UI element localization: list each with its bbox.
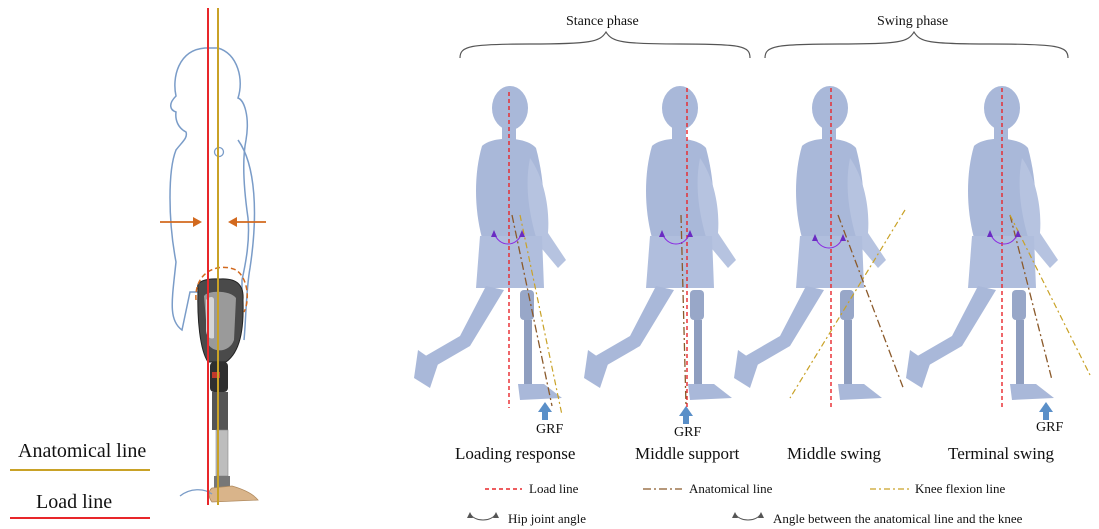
prosthetic-socket [198, 279, 243, 362]
legend-knee-angle-symbol [732, 512, 764, 520]
left-force-arrow [160, 217, 202, 227]
prosthetic-foot [209, 486, 258, 502]
grf-arrow-fig2 [679, 406, 693, 424]
right-force-arrow [228, 217, 266, 227]
stance-phase-label: Stance phase [566, 14, 639, 30]
legend-hip-angle-label: Hip joint angle [508, 511, 586, 527]
figure-label-terminal-swing: Terminal swing [948, 444, 1054, 464]
prosthetic-knee-pylon [210, 362, 230, 488]
figure-label-middle-swing: Middle swing [787, 444, 881, 464]
legend-hip-angle-symbol [467, 512, 499, 520]
figure-label-middle-support: Middle support [635, 444, 739, 464]
legend-anatomical-label: Anatomical line [18, 440, 146, 463]
legend-anatomical-line-label: Anatomical line [689, 481, 772, 497]
legend-knee-flexion-label: Knee flexion line [915, 481, 1005, 497]
legend-knee-angle-label: Angle between the anatomical line and th… [773, 511, 1022, 527]
grf-arrow-fig4 [1039, 402, 1053, 420]
grf-label-fig2: GRF [674, 425, 701, 441]
swing-phase-label: Swing phase [877, 14, 948, 30]
legend-load-line-label: Load line [529, 481, 578, 497]
grf-label-fig4: GRF [1036, 420, 1063, 436]
swing-phase-brace [765, 32, 1068, 58]
figure-middle-support [584, 86, 736, 400]
figure-label-loading-response: Loading response [455, 444, 575, 464]
grf-label-fig1: GRF [536, 422, 563, 438]
figure-terminal-swing [906, 86, 1058, 400]
grf-arrow-fig1 [538, 402, 552, 420]
legend-load-label: Load line [36, 491, 112, 514]
stance-phase-brace [460, 32, 750, 58]
figure-loading-response [414, 86, 566, 400]
figure-middle-swing [734, 86, 886, 400]
